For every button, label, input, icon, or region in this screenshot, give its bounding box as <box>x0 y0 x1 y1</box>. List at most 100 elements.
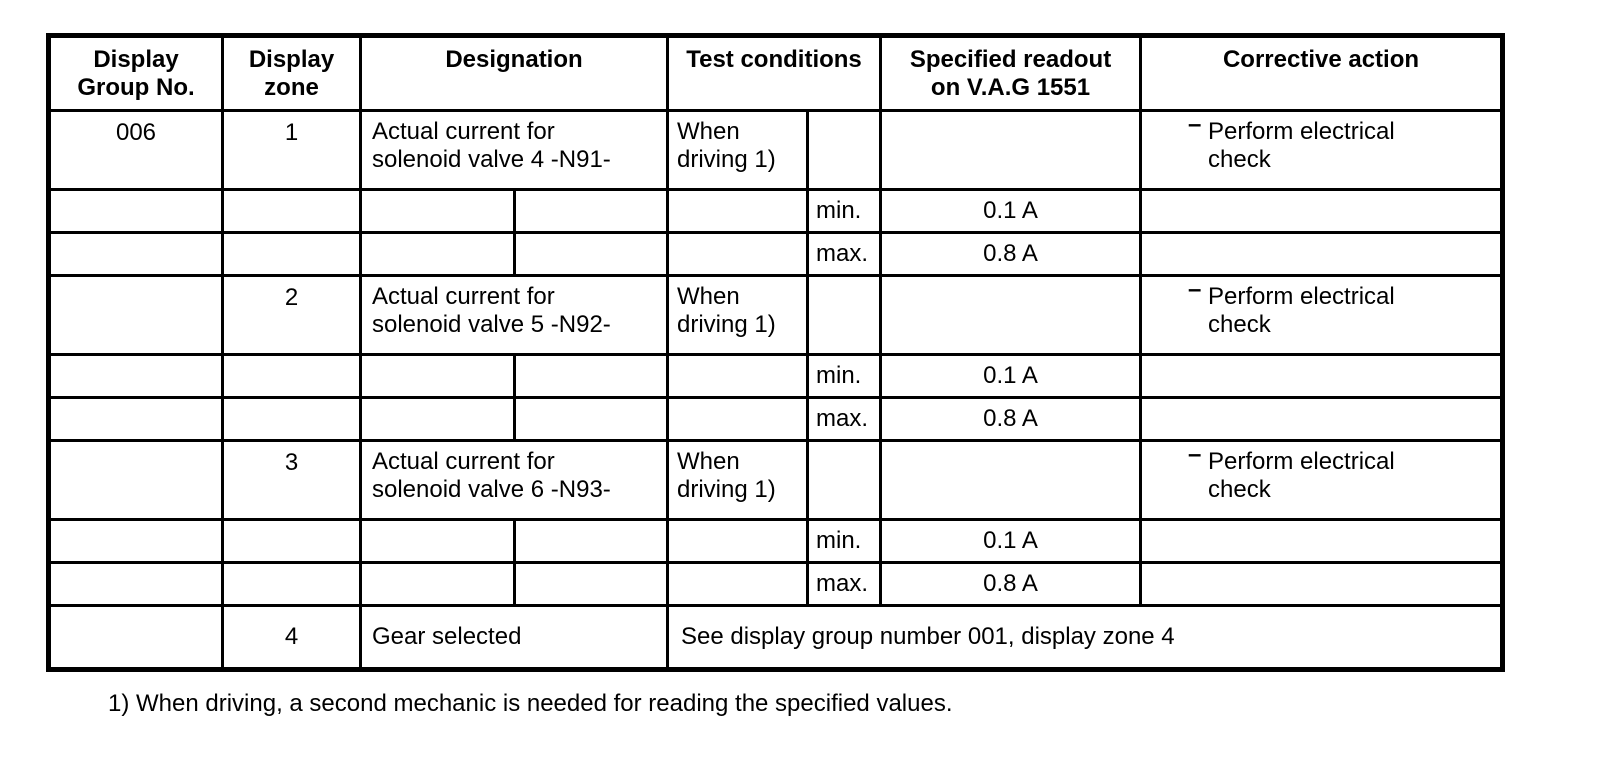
cell-empty <box>666 231 809 277</box>
cell-empty <box>1139 188 1504 234</box>
cell-limit-label: max. <box>806 561 882 607</box>
limit-row-max: max. 0.8 A <box>47 396 1504 442</box>
cell-limit-label: min. <box>806 353 882 399</box>
cell-empty <box>666 396 809 442</box>
header-label: Specified readout on V.A.G 1551 <box>909 46 1112 101</box>
cell-empty <box>806 439 882 521</box>
limit-label: min. <box>816 362 862 389</box>
cell-corrective-action: –Perform electrical check <box>1139 274 1504 356</box>
cell-designation: Actual current for solenoid valve 6 -N93… <box>359 439 669 521</box>
header-label: Designation <box>445 46 583 73</box>
header-label: Corrective action <box>1222 46 1420 73</box>
cell-empty <box>666 353 809 399</box>
group-row-zone2: 2 Actual current for solenoid valve 5 -N… <box>47 274 1504 356</box>
test-condition-text: When driving 1) <box>677 448 776 503</box>
header-test-conditions: Test conditions <box>666 34 882 112</box>
cell-empty <box>47 561 224 607</box>
group-row-zone4: 4 Gear selected See display group number… <box>47 604 1504 671</box>
limit-row-max: max. 0.8 A <box>47 561 1504 607</box>
cell-empty <box>221 561 362 607</box>
cell-empty <box>359 231 516 277</box>
cell-empty <box>1139 518 1504 564</box>
header-row: Display Group No. Display zone Designati… <box>47 34 1504 112</box>
cell-empty <box>806 274 882 356</box>
header-display-group-no: Display Group No. <box>47 34 224 112</box>
cell-empty <box>666 561 809 607</box>
test-condition-text: When driving 1) <box>677 283 776 338</box>
header-label: Display zone <box>248 46 335 101</box>
readout-value: 0.1 A <box>983 362 1038 389</box>
cell-limit-label: min. <box>806 518 882 564</box>
designation-text: Actual current for solenoid valve 4 -N91… <box>372 118 611 173</box>
cell-display-zone: 3 <box>221 439 362 521</box>
cell-empty <box>47 396 224 442</box>
cell-empty <box>666 188 809 234</box>
dash-marker: – <box>1188 111 1202 139</box>
cell-empty <box>513 396 669 442</box>
cell-empty <box>221 396 362 442</box>
limit-label: max. <box>816 570 869 597</box>
cell-empty <box>47 231 224 277</box>
dash-marker: – <box>1188 276 1202 304</box>
limit-label: min. <box>816 527 862 554</box>
cell-empty <box>879 439 1142 521</box>
designation-text: Gear selected <box>372 623 522 650</box>
cell-empty <box>221 188 362 234</box>
cell-empty <box>359 353 516 399</box>
cell-empty <box>221 353 362 399</box>
cell-test-condition: When driving 1) <box>666 439 809 521</box>
readout-value: 0.1 A <box>983 197 1038 224</box>
cell-empty <box>221 231 362 277</box>
dash-marker: – <box>1188 441 1202 469</box>
cell-empty <box>47 518 224 564</box>
cell-empty <box>221 518 362 564</box>
zone-no: 2 <box>284 284 299 311</box>
cell-empty <box>1139 396 1504 442</box>
cell-empty <box>359 518 516 564</box>
cell-empty <box>47 604 224 671</box>
cell-readout-value: 0.1 A <box>879 353 1142 399</box>
cell-empty <box>879 274 1142 356</box>
cell-empty <box>47 188 224 234</box>
cell-designation: Actual current for solenoid valve 5 -N92… <box>359 274 669 356</box>
cell-empty <box>666 518 809 564</box>
zone-no: 3 <box>284 449 299 476</box>
cell-empty <box>47 353 224 399</box>
cell-test-condition: When driving 1) <box>666 274 809 356</box>
limit-row-min: min. 0.1 A <box>47 353 1504 399</box>
cell-designation: Actual current for solenoid valve 4 -N91… <box>359 109 669 191</box>
header-designation: Designation <box>359 34 669 112</box>
cell-display-zone: 1 <box>221 109 362 191</box>
cell-readout-value: 0.8 A <box>879 231 1142 277</box>
cell-limit-label: max. <box>806 396 882 442</box>
cell-empty <box>359 396 516 442</box>
cell-empty <box>513 518 669 564</box>
header-label: Test conditions <box>686 46 862 73</box>
limit-label: max. <box>816 240 869 267</box>
header-specified-readout: Specified readout on V.A.G 1551 <box>879 34 1142 112</box>
readout-value: 0.1 A <box>983 527 1038 554</box>
cell-empty <box>359 188 516 234</box>
designation-text: Actual current for solenoid valve 5 -N92… <box>372 283 611 338</box>
cell-limit-label: min. <box>806 188 882 234</box>
group-row-zone3: 3 Actual current for solenoid valve 6 -N… <box>47 439 1504 521</box>
cell-display-zone: 2 <box>221 274 362 356</box>
header-label: Display Group No. <box>77 46 195 101</box>
test-condition-text: When driving 1) <box>677 118 776 173</box>
cell-empty <box>513 188 669 234</box>
cell-display-zone: 4 <box>221 604 362 671</box>
readout-value: 0.8 A <box>983 405 1038 432</box>
cell-readout-value: 0.1 A <box>879 188 1142 234</box>
footnote: 1) When driving, a second mechanic is ne… <box>108 690 953 717</box>
cell-empty <box>1139 231 1504 277</box>
cell-corrective-action: –Perform electrical check <box>1139 109 1504 191</box>
cell-empty <box>47 439 224 521</box>
cell-empty <box>513 561 669 607</box>
reference-note-text: See display group number 001, display zo… <box>681 623 1175 650</box>
cell-designation: Gear selected <box>359 604 669 671</box>
cell-limit-label: max. <box>806 231 882 277</box>
header-display-zone: Display zone <box>221 34 362 112</box>
limit-row-min: min. 0.1 A <box>47 518 1504 564</box>
group-no: 006 <box>115 119 157 146</box>
